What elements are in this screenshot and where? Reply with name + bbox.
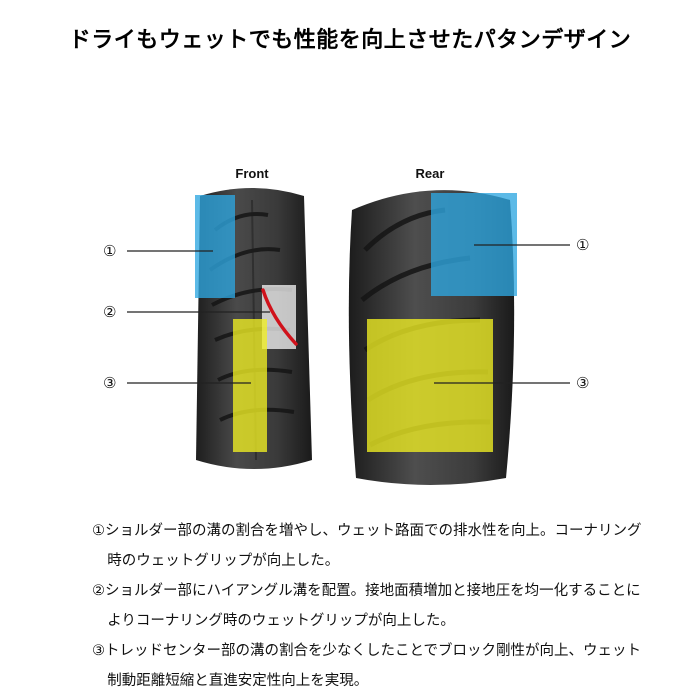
front-zone-1-blue xyxy=(195,195,235,298)
front-marker-2: ② xyxy=(103,303,116,321)
description-list: ①ショルダー部の溝の割合を増やし、ウェット路面での排水性を向上。コーナリング時の… xyxy=(92,516,652,696)
rear-leader-lines xyxy=(434,244,570,384)
front-zone-3-yellow xyxy=(233,319,267,452)
rear-marker-3: ③ xyxy=(576,374,589,392)
front-leader-lines xyxy=(127,250,270,384)
rear-marker-1: ① xyxy=(576,236,589,254)
tire-pattern-diagram: Front Rear xyxy=(103,166,589,485)
description-item-2: ②ショルダー部にハイアングル溝を配置。接地面積増加と接地圧を均一化することにより… xyxy=(92,583,641,629)
front-marker-3: ③ xyxy=(103,374,116,392)
front-zone-2-high-angle-groove xyxy=(261,288,298,346)
rear-label: Rear xyxy=(416,166,445,181)
description-item-1: ①ショルダー部の溝の割合を増やし、ウェット路面での排水性を向上。コーナリング時の… xyxy=(92,523,642,569)
front-marker-1: ① xyxy=(103,242,116,260)
rear-zone-3-yellow xyxy=(367,319,493,452)
front-label: Front xyxy=(235,166,269,181)
headline: ドライもウェットでも性能を向上させたパタンデザイン xyxy=(68,28,632,53)
description-item-3: ③トレッドセンター部の溝の割合を少なくしたことでブロック剛性が向上、ウェット制動… xyxy=(92,643,642,689)
